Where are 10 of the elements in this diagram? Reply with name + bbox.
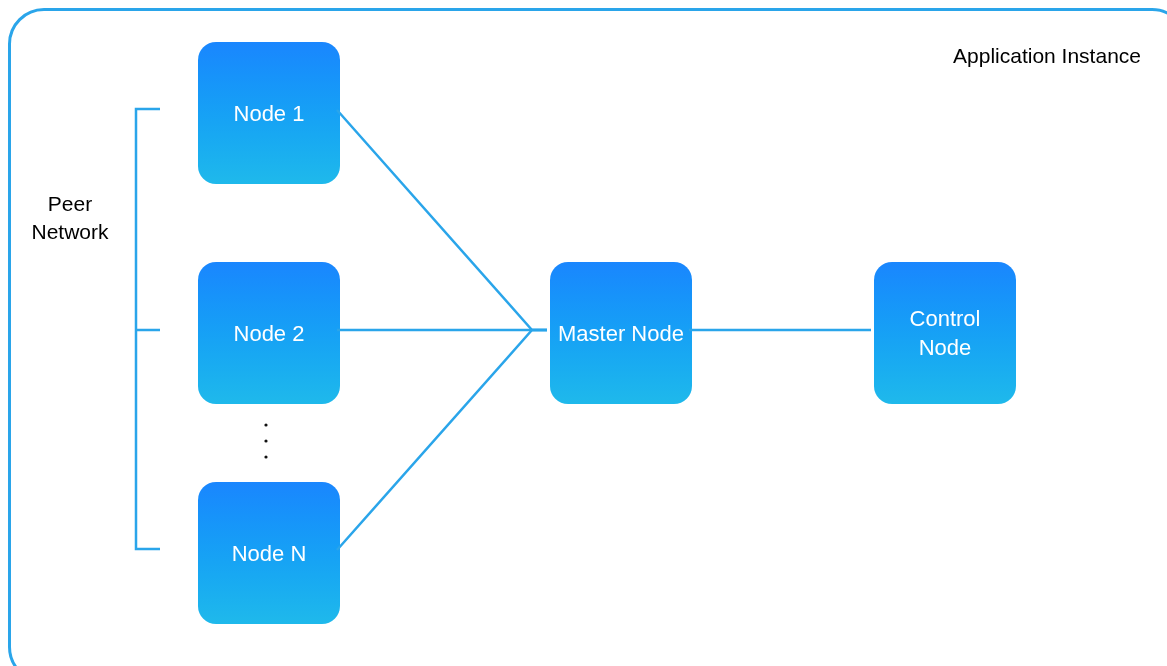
node-box: Node 2 [198,262,340,404]
node-box: Node N [198,482,340,624]
connector-line [689,328,871,332]
node-box: Control Node [874,262,1016,404]
connector-line [336,328,547,551]
container-title: Application Instance [953,43,1141,69]
node-box: Node 1 [198,42,340,184]
group-label: Peer Network [30,191,110,245]
node-box: Master Node [550,262,692,404]
container-frame [8,8,1167,666]
